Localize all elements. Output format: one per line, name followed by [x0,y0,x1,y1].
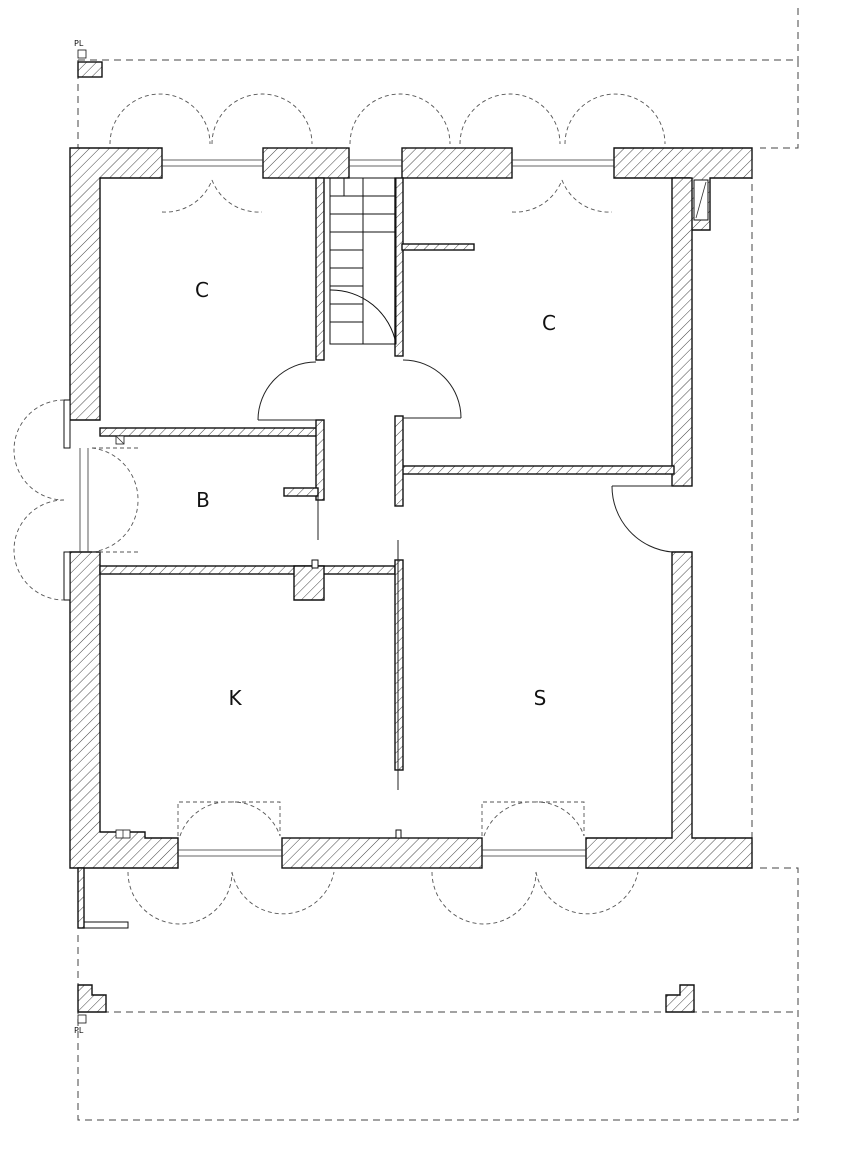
door-swings [257,359,673,790]
shutter-swings-top [109,93,666,213]
exterior-walls [69,147,753,929]
shutter-swings-bottom [127,801,639,925]
top-glazing [162,159,753,178]
pl-label-bottom: PL [74,1026,84,1035]
staircase [329,177,397,345]
pl-marker-bottom [77,984,107,1024]
room-label-living: S [534,686,547,710]
pl-label-top: PL [74,39,84,48]
bottom-glazing [178,849,586,857]
shutter-swings-left [13,399,139,601]
room-label-kitchen: K [228,686,242,710]
left-glazing [63,399,89,601]
room-label-bedroom-2: C [542,311,556,335]
column-footing [665,984,695,1013]
interior-walls [99,177,709,839]
fixtures [115,435,131,839]
room-label-bedroom-1: C [195,278,209,302]
pl-marker-top [77,49,103,78]
room-label-bathroom: B [196,488,210,512]
